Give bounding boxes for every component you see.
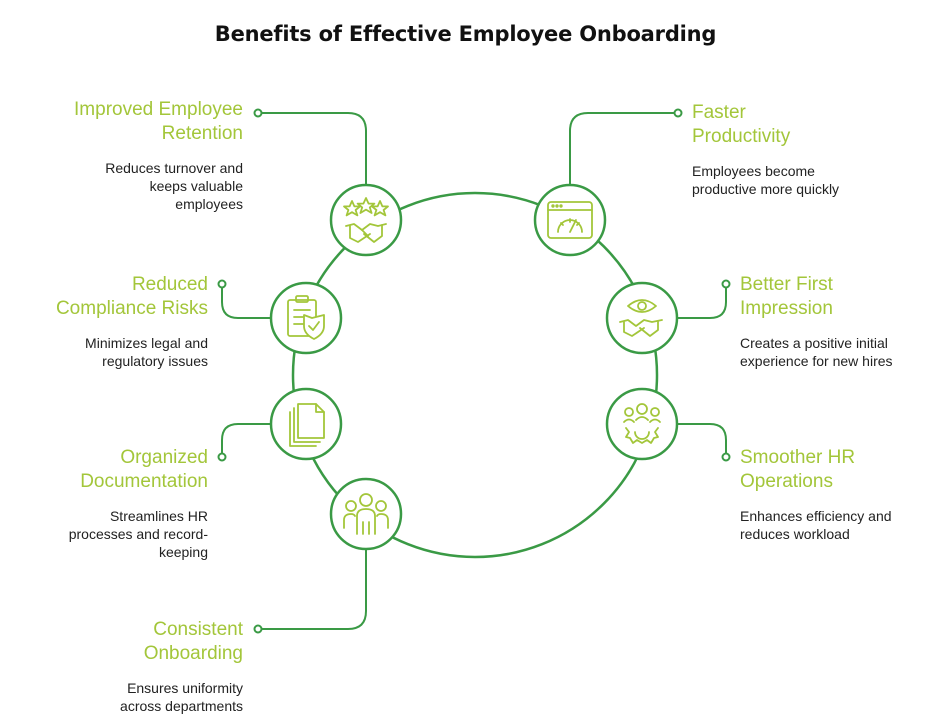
benefit-heading: Organized Documentation [80,447,208,492]
benefit-description: Streamlines HR processes and record- kee… [68,508,208,560]
benefit-heading: Better First Impression [740,274,833,319]
benefit-productivity: Faster Productivity Employees become pro… [692,101,839,198]
benefit-retention: Improved Employee Retention Reduces turn… [74,98,243,213]
benefit-heading: Smoother HR Operations [740,447,856,492]
connector-dot-documentation [217,452,227,462]
benefit-heading: Reduced Compliance Risks [55,274,208,319]
connector-consistent [258,548,367,630]
benefit-documentation: Organized Documentation Streamlines HR p… [69,446,208,561]
benefit-description: Creates a positive initial experience fo… [740,335,893,369]
benefit-consistent: Consistent Onboarding Ensures uniformity… [120,618,243,715]
connector-dot-retention [253,108,263,118]
benefit-heading: Improved Employee Retention [74,99,243,144]
connector-impression [676,284,727,319]
benefit-compliance: Reduced Compliance Risks Minimizes legal… [56,273,208,370]
page-title: Benefits of Effective Employee Onboardin… [214,22,717,46]
people-gear-icon [623,403,661,444]
connector-hr [676,423,727,457]
connector-compliance [221,284,272,319]
icon-circle-impression [605,281,679,355]
benefit-description: Minimizes legal and regulatory issues [85,335,208,369]
benefit-description: Ensures uniformity across departments [120,680,243,714]
connector-documentation [221,423,272,457]
benefit-heading: Faster Productivity [692,102,791,147]
document-stack-icon [289,403,325,447]
connector-dot-productivity [673,108,683,118]
benefit-description: Employees become productive more quickly [692,163,840,197]
browser-speedometer-icon [547,201,593,239]
icon-circle-retention [329,183,403,257]
connector-retention [258,112,367,186]
icon-circle-consistent [329,477,403,551]
stars-handshake-icon [343,197,389,243]
connector-dot-hr [721,452,731,462]
benefit-description: Reduces turnover and keeps valuable empl… [105,160,243,212]
benefit-impression: Better First Impression Creates a positi… [740,273,893,370]
connector-dot-compliance [217,279,227,289]
eye-handshake-icon [619,299,663,337]
main-ring [291,191,659,559]
connector-productivity [569,112,678,186]
clipboard-shield-icon [287,295,325,340]
connector-dot-impression [721,279,731,289]
benefit-heading: Consistent Onboarding [143,619,243,664]
team-group-icon [343,493,389,535]
icon-circle-hr [605,387,679,461]
benefit-hr-operations: Smoother HR Operations Enhances efficien… [740,446,892,543]
benefit-description: Enhances efficiency and reduces workload [740,508,892,542]
connector-dot-consistent [253,624,263,634]
